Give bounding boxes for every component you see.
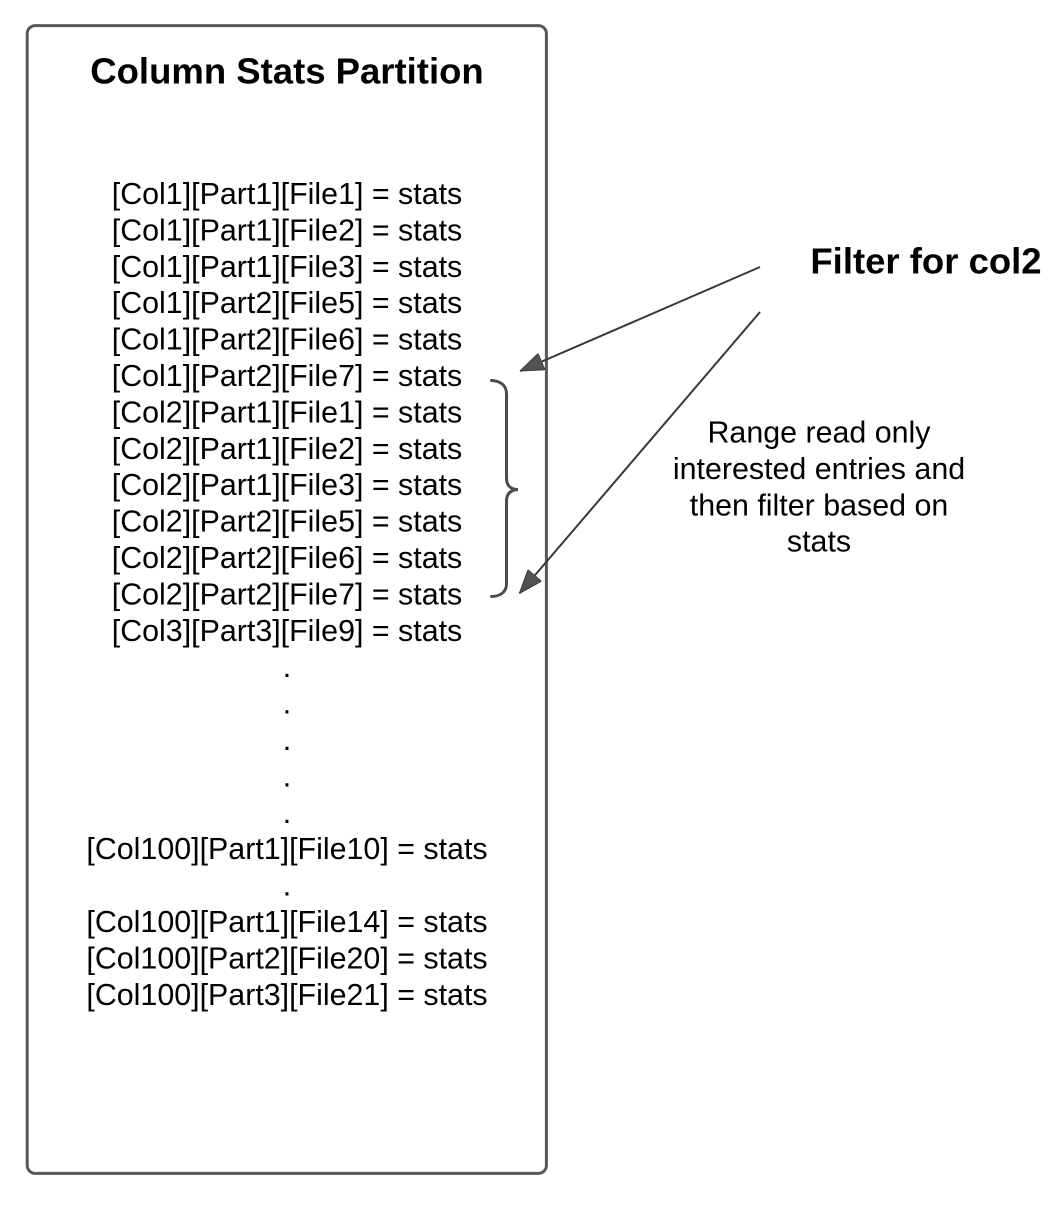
svg-text:[Col2][Part1][File2] = stats: [Col2][Part1][File2] = stats — [112, 432, 463, 466]
svg-text:[Col1][Part2][File6] = stats: [Col1][Part2][File6] = stats — [112, 323, 463, 357]
svg-text:then filter based on: then filter based on — [690, 488, 949, 522]
svg-text:.: . — [283, 723, 291, 757]
svg-text:.: . — [283, 869, 291, 903]
svg-text:[Col100][Part1][File10] = stat: [Col100][Part1][File10] = stats — [86, 832, 487, 866]
svg-text:[Col1][Part2][File5] = stats: [Col1][Part2][File5] = stats — [112, 286, 463, 320]
svg-text:[Col3][Part3][File9] = stats: [Col3][Part3][File9] = stats — [112, 614, 463, 648]
svg-text:[Col100][Part3][File21] = stat: [Col100][Part3][File21] = stats — [86, 978, 487, 1012]
svg-text:[Col2][Part1][File3] = stats: [Col2][Part1][File3] = stats — [112, 468, 463, 502]
svg-text:.: . — [283, 796, 291, 830]
svg-text:.: . — [283, 650, 291, 684]
svg-text:interested entries and: interested entries and — [673, 452, 965, 486]
svg-text:Filter for col2: Filter for col2 — [810, 241, 1041, 282]
svg-text:.: . — [283, 759, 291, 793]
svg-text:[Col2][Part1][File1] = stats: [Col2][Part1][File1] = stats — [112, 395, 463, 429]
svg-text:[Col1][Part1][File1] = stats: [Col1][Part1][File1] = stats — [112, 177, 463, 211]
svg-text:[Col2][Part2][File5] = stats: [Col2][Part2][File5] = stats — [112, 505, 463, 539]
svg-text:[Col1][Part2][File7] = stats: [Col1][Part2][File7] = stats — [112, 359, 463, 393]
svg-text:[Col1][Part1][File3] = stats: [Col1][Part1][File3] = stats — [112, 250, 463, 284]
svg-text:Column Stats Partition: Column Stats Partition — [90, 51, 483, 92]
svg-text:[Col2][Part2][File7] = stats: [Col2][Part2][File7] = stats — [112, 577, 463, 611]
svg-text:[Col100][Part1][File14] = stat: [Col100][Part1][File14] = stats — [86, 905, 487, 939]
svg-text:stats: stats — [787, 525, 851, 559]
svg-text:[Col1][Part1][File2] = stats: [Col1][Part1][File2] = stats — [112, 213, 463, 247]
svg-text:[Col100][Part2][File20] = stat: [Col100][Part2][File20] = stats — [86, 941, 487, 975]
svg-text:Range read only: Range read only — [707, 416, 931, 450]
svg-text:[Col2][Part2][File6] = stats: [Col2][Part2][File6] = stats — [112, 541, 463, 575]
svg-text:.: . — [283, 687, 291, 721]
